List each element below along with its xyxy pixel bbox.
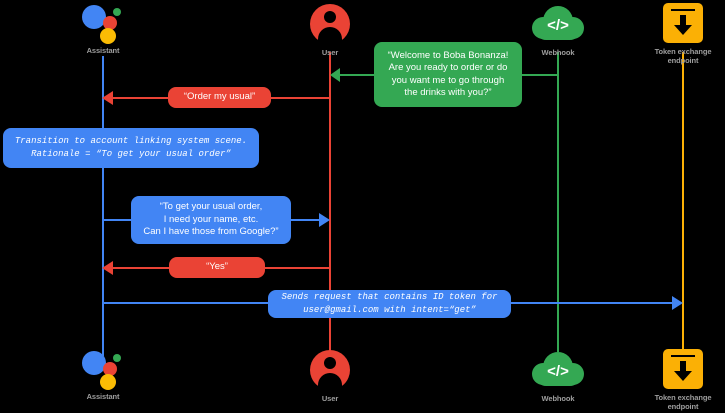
actor-user-top: User <box>280 4 380 57</box>
user-avatar-icon <box>310 350 350 390</box>
webhook-icon-wrap: </> <box>508 4 608 48</box>
bubble-sends-id-token: Sends request that contains ID token for… <box>268 290 511 318</box>
assistant-icon-wrap <box>53 2 153 46</box>
token-arrow-tip <box>674 25 692 35</box>
assistant-dot-blue <box>82 5 106 29</box>
actor-token-top: Token exchange endpoint <box>633 3 725 65</box>
assistant-dot-red <box>103 362 117 376</box>
assistant-dot-red <box>103 16 117 30</box>
assistant-dot-yellow <box>100 28 116 44</box>
actor-webhook-top: </> Webhook <box>508 4 608 57</box>
token-arrow-stem <box>680 15 686 27</box>
cloud-base <box>536 20 580 40</box>
token-arrow-stem <box>680 361 686 373</box>
lifeline-webhook <box>557 52 559 352</box>
actor-assistant-top: Assistant <box>53 2 153 55</box>
actor-label-webhook: Webhook <box>541 48 575 57</box>
lifeline-user <box>329 52 331 352</box>
user-avatar-icon <box>310 4 350 44</box>
download-box-icon <box>663 349 703 389</box>
user-icon-wrap-bottom <box>280 350 380 394</box>
user-head-shape <box>324 11 336 23</box>
note-transition-text: Transition to account linking system sce… <box>14 136 248 159</box>
assistant-dot-green <box>113 8 121 16</box>
actor-webhook-bottom: </> Webhook <box>508 350 608 403</box>
user-head-shape <box>324 357 336 369</box>
token-top-bar <box>671 355 695 357</box>
arrowhead-welcome <box>330 68 340 82</box>
arrowhead-yes <box>102 261 113 275</box>
token-icon-wrap-bottom <box>633 349 725 393</box>
actor-label-token: Token exchange endpoint <box>654 47 712 65</box>
user-body-shape <box>318 373 342 390</box>
bubble-yes: “Yes” <box>169 257 265 278</box>
lifeline-token <box>682 52 684 352</box>
assistant-dot-yellow <box>100 374 116 390</box>
actor-label-user-bottom: User <box>321 394 339 403</box>
bubble-welcome-text: “Welcome to Boba Bonanza! Are you ready … <box>387 49 509 99</box>
actor-user-bottom: User <box>280 350 380 403</box>
webhook-icon-wrap-bottom: </> <box>508 350 608 394</box>
bubble-welcome: “Welcome to Boba Bonanza! Are you ready … <box>374 42 522 107</box>
arrowhead-consent-request <box>319 213 330 227</box>
actor-label-user: User <box>321 48 339 57</box>
token-icon-wrap <box>633 3 725 47</box>
actor-label-assistant: Assistant <box>86 46 120 55</box>
bubble-order-my-usual-text: “Order my usual” <box>183 91 256 103</box>
token-arrow-tip <box>674 371 692 381</box>
bubble-sends-id-token-text: Sends request that contains ID token for… <box>281 292 498 315</box>
token-top-bar <box>671 9 695 11</box>
bubble-yes-text: “Yes” <box>206 261 228 273</box>
lifeline-assistant <box>102 56 104 356</box>
code-brackets-glyph: </> <box>547 363 569 380</box>
google-assistant-dots-icon <box>80 348 126 390</box>
actor-label-assistant-bottom: Assistant <box>86 392 120 401</box>
bubble-consent-request: “To get your usual order, I need your na… <box>131 196 291 244</box>
arrowhead-order-my-usual <box>102 91 113 105</box>
bubble-consent-request-text: “To get your usual order, I need your na… <box>143 201 279 238</box>
actor-token-bottom: Token exchange endpoint <box>633 349 725 411</box>
note-transition: Transition to account linking system sce… <box>3 128 259 168</box>
google-assistant-dots-icon <box>80 2 126 44</box>
user-icon-wrap <box>280 4 380 48</box>
bubble-order-my-usual: “Order my usual” <box>168 87 271 108</box>
user-body-shape <box>318 27 342 44</box>
actor-assistant-bottom: Assistant <box>53 348 153 401</box>
cloud-code-icon: </> <box>532 4 584 46</box>
actor-label-token-bottom: Token exchange endpoint <box>654 393 712 411</box>
download-box-icon <box>663 3 703 43</box>
assistant-icon-wrap-bottom <box>53 348 153 392</box>
arrowhead-sends-id-token <box>672 296 683 310</box>
code-brackets-glyph: </> <box>547 17 569 34</box>
cloud-code-icon: </> <box>532 350 584 392</box>
assistant-dot-green <box>113 354 121 362</box>
cloud-base <box>536 366 580 386</box>
assistant-dot-blue <box>82 351 106 375</box>
actor-label-webhook-bottom: Webhook <box>541 394 575 403</box>
